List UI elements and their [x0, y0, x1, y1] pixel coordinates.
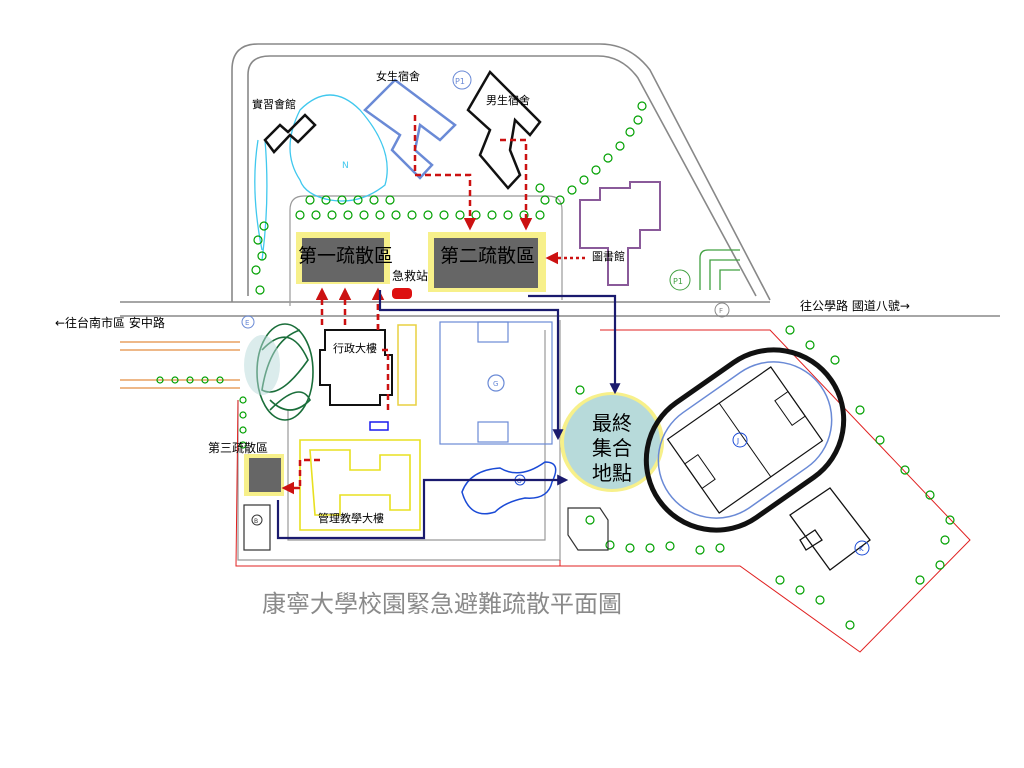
assembly-point-label-line1: 最終: [592, 411, 632, 435]
field-g: [439, 321, 553, 445]
male-dorm-building: [466, 69, 542, 190]
library-label: 圖書館: [592, 249, 625, 263]
marker-g: G: [493, 380, 498, 388]
zone3-area: [249, 458, 281, 492]
zone2-label: 第二疏散區: [440, 245, 535, 267]
marker-p1-north-label: P1: [455, 77, 465, 86]
marker-j-label: J: [736, 437, 739, 445]
marker-j: [732, 432, 748, 448]
marker-p1-east-label: P1: [673, 277, 683, 286]
practice-hall-building: [263, 113, 317, 154]
male-dorm-label: 男生宿舍: [486, 93, 530, 107]
marker-b-label: B: [254, 518, 258, 525]
building-b: [243, 504, 271, 551]
admin-building: [319, 329, 393, 406]
campus-road: [120, 43, 1000, 389]
marker-f: [714, 302, 730, 318]
management-building: [299, 439, 421, 531]
female-dorm-label: 女生宿舍: [376, 69, 420, 83]
evac-routes-blue: [276, 290, 621, 540]
practice-hall-label: 實習會館: [252, 97, 296, 111]
utility-building: [567, 507, 609, 551]
swimming-pool: [461, 461, 557, 515]
management-label: 管理教學大樓: [318, 511, 384, 525]
marker-f-label: F: [719, 307, 723, 315]
female-dorm-building: [363, 78, 457, 180]
first-aid-icon: [392, 288, 412, 299]
road-east-label: 往公學路 國道八號→: [800, 298, 910, 313]
evac-routes-red: [281, 115, 585, 495]
first-aid-label: 急救站: [392, 268, 428, 283]
marker-e: [241, 315, 255, 329]
library-building: [579, 181, 661, 286]
roundabout-pond: [244, 335, 280, 395]
marker-p1-east: [669, 269, 691, 291]
running-track: [643, 347, 847, 533]
small-structure: [369, 421, 389, 431]
assembly-point-label-line3: 地點: [592, 461, 632, 485]
marker-b: [251, 514, 263, 526]
zone3-label: 第三疏散區: [208, 440, 268, 455]
tree-rows: [156, 101, 955, 630]
parking-lot-east: [699, 249, 740, 290]
assembly-point-label-line2: 集合: [592, 436, 632, 460]
property-boundary-west: [235, 399, 560, 567]
zone2-area: [434, 238, 538, 288]
admin-annex: [397, 324, 417, 406]
road-west-label: ←往台南市區 安中路: [55, 315, 165, 330]
marker-o-label: O: [517, 478, 522, 485]
map-title: 康寧大學校園緊急避難疏散平面圖: [262, 590, 622, 618]
zone1-label: 第一疏散區: [298, 245, 393, 267]
marker-e-label: E: [245, 319, 249, 327]
admin-label: 行政大樓: [333, 341, 377, 355]
assembly-point-area: [564, 395, 660, 489]
court-k: [789, 487, 871, 571]
zone1-area: [302, 238, 384, 282]
marker-n: N: [342, 161, 349, 171]
marker-k-label: K: [859, 545, 864, 553]
marker-p1-north: [452, 70, 472, 90]
marker-k: [854, 540, 870, 556]
